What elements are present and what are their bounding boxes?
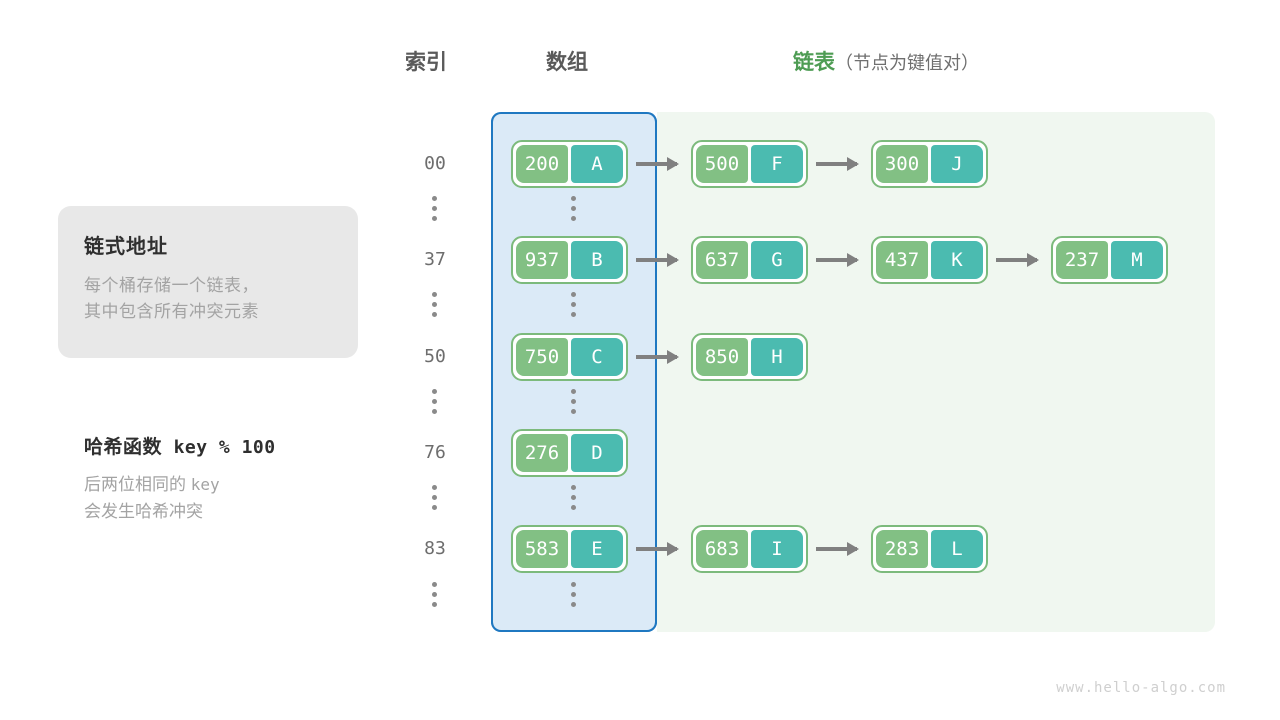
column-header-linkedlist-main: 链表 (793, 51, 835, 74)
node-key-cell: 850 (696, 338, 748, 376)
node-key-cell: 283 (876, 530, 928, 568)
node-key-cell: 276 (516, 434, 568, 472)
node-value-cell: J (931, 145, 983, 183)
hash-function-note-body: 后两位相同的 key 会发生哈希冲突 (84, 471, 414, 525)
index-ellipsis (432, 485, 438, 510)
node-key-cell: 637 (696, 241, 748, 279)
watermark: www.hello-algo.com (1056, 680, 1226, 696)
hash-note-line-1-key: key (190, 475, 220, 494)
column-header-linkedlist-sub: （节点为键值对） (835, 53, 979, 73)
next-pointer-arrow (816, 157, 859, 171)
hash-function-title: 哈希函数 key % 100 (84, 432, 414, 459)
next-pointer-arrow (996, 253, 1039, 267)
hash-function-note: 哈希函数 key % 100 后两位相同的 key 会发生哈希冲突 (84, 432, 414, 525)
column-header-array: 数组 (546, 51, 588, 74)
bucket-index-label: 00 (424, 153, 446, 174)
info-card-title: 链式地址 (84, 236, 168, 258)
next-pointer-arrow (816, 542, 859, 556)
column-header-index: 索引 (405, 51, 447, 74)
node-value-cell: L (931, 530, 983, 568)
info-card: 链式地址 每个桶存储一个链表， 其中包含所有冲突元素 (58, 206, 358, 358)
node-key-cell: 750 (516, 338, 568, 376)
next-pointer-arrow (636, 253, 679, 267)
node-value-cell: G (751, 241, 803, 279)
index-ellipsis (432, 292, 438, 317)
node-value-cell: A (571, 145, 623, 183)
bucket-index-label: 83 (424, 538, 446, 559)
hash-function-expression: key % 100 (173, 437, 276, 458)
node-key-cell: 300 (876, 145, 928, 183)
array-ellipsis (571, 196, 577, 221)
array-ellipsis (571, 389, 577, 414)
node-value-cell: M (1111, 241, 1163, 279)
node-value-cell: I (751, 530, 803, 568)
node-key-cell: 683 (696, 530, 748, 568)
node-value-cell: D (571, 434, 623, 472)
node-value-cell: H (751, 338, 803, 376)
node-value-cell: F (751, 145, 803, 183)
node-key-cell: 500 (696, 145, 748, 183)
bucket-index-label: 76 (424, 442, 446, 463)
info-card-line-1: 每个桶存储一个链表， (84, 276, 259, 295)
column-headers: 索引 数组 链表（节点为键值对） (0, 48, 1280, 82)
node-key-cell: 937 (516, 241, 568, 279)
array-ellipsis (571, 292, 577, 317)
hash-note-line-2: 会发生哈希冲突 (84, 502, 203, 521)
next-pointer-arrow (816, 253, 859, 267)
array-ellipsis (571, 582, 577, 607)
hash-function-label: 哈希函数 (84, 437, 163, 458)
bucket-index-label: 37 (424, 249, 446, 270)
node-value-cell: E (571, 530, 623, 568)
hash-note-line-1: 后两位相同的 key (84, 471, 414, 498)
array-ellipsis (571, 485, 577, 510)
node-key-cell: 437 (876, 241, 928, 279)
node-key-cell: 200 (516, 145, 568, 183)
column-header-linkedlist: 链表（节点为键值对） (793, 48, 979, 78)
next-pointer-arrow (636, 350, 679, 364)
node-key-cell: 237 (1056, 241, 1108, 279)
index-ellipsis (432, 196, 438, 221)
next-pointer-arrow (636, 157, 679, 171)
info-card-line-2: 其中包含所有冲突元素 (84, 302, 259, 321)
bucket-index-label: 50 (424, 346, 446, 367)
node-value-cell: K (931, 241, 983, 279)
index-ellipsis (432, 389, 438, 414)
node-key-cell: 583 (516, 530, 568, 568)
next-pointer-arrow (636, 542, 679, 556)
node-value-cell: C (571, 338, 623, 376)
hash-note-line-1-text: 后两位相同的 (84, 475, 186, 494)
index-ellipsis (432, 582, 438, 607)
node-value-cell: B (571, 241, 623, 279)
